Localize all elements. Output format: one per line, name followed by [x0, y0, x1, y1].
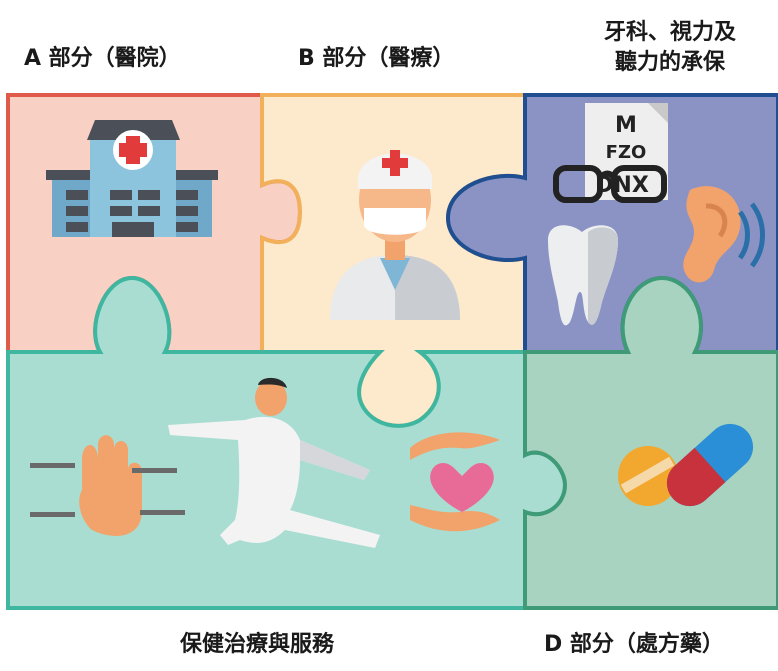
- label-dental-line1: 牙科、視力及: [603, 20, 736, 45]
- pill-icon: [618, 446, 678, 506]
- doctor-icon: [330, 150, 460, 320]
- eye-chart-row2: FZO: [606, 142, 647, 163]
- tooth-icon: [548, 225, 618, 326]
- capsule-icon: [666, 423, 754, 507]
- label-dental: 牙科、視力及 聽力的承保: [560, 18, 778, 78]
- hospital-icon: [46, 120, 218, 237]
- tai-chi-icon: [168, 377, 380, 548]
- label-part-d: D 部分（處方藥）: [544, 632, 724, 657]
- acupuncture-hand-icon: [30, 435, 185, 536]
- label-part-a: A 部分（醫院）: [24, 46, 181, 71]
- heart-hands-icon: [410, 432, 500, 532]
- eye-chart-row1: M: [615, 113, 637, 138]
- label-dental-line2: 聽力的承保: [614, 50, 725, 75]
- glasses-icon: [553, 165, 667, 203]
- label-wellness: 保健治療與服務: [180, 632, 335, 657]
- piece-part-d: [523, 275, 778, 610]
- ear-icon: [683, 186, 765, 283]
- label-part-b: B 部分（醫療）: [298, 46, 455, 71]
